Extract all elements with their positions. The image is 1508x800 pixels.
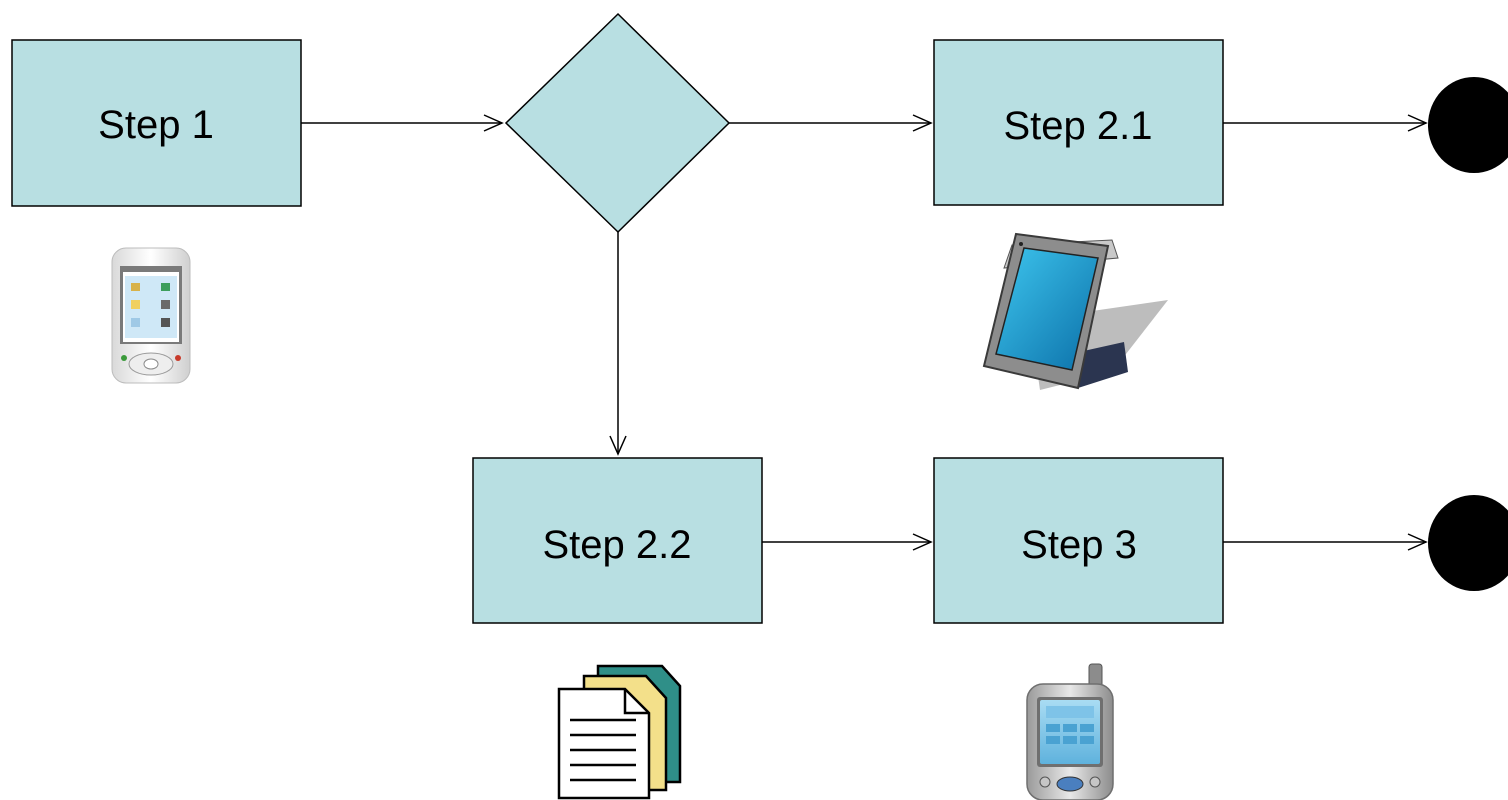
node-decision [504,12,731,234]
end-terminator-bottom [1428,495,1508,591]
edge-step1-to-decision [301,114,504,132]
end-terminator-top [1428,77,1508,173]
node-step2-1-label: Step 2.1 [1003,104,1152,148]
edge-step2-1-to-end [1223,114,1428,132]
edge-decision-to-step2-2 [609,232,627,456]
node-step1-label: Step 1 [98,103,214,147]
edge-step3-to-end [1223,533,1428,551]
pda-handheld-icon [1026,663,1114,800]
pda-phone-icon [111,247,191,384]
edge-step2-2-to-step3 [762,533,933,551]
documents-icon [557,664,682,800]
node-step3-label: Step 3 [1021,523,1137,567]
node-step1: Step 1 [11,39,302,207]
node-step3: Step 3 [933,457,1224,624]
node-step2-2: Step 2.2 [472,457,763,624]
node-step2-1: Step 2.1 [933,39,1224,206]
node-step2-2-label: Step 2.2 [542,523,691,567]
edge-decision-to-step2-1 [729,114,933,132]
tablet-pc-icon [982,232,1168,390]
